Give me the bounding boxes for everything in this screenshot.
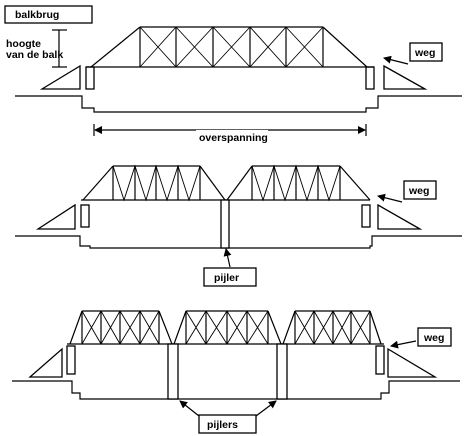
left-embankment-1	[39, 64, 81, 90]
three-span-bridge: weg pijlers	[12, 310, 460, 434]
pijler-label: pijler	[214, 272, 239, 284]
pijlers-label-box	[198, 414, 257, 434]
pier-right	[276, 343, 288, 400]
weg-label-box-3	[417, 327, 452, 347]
right-embankment-1	[383, 64, 428, 90]
left-embankment-3	[28, 347, 63, 378]
ground-profile-2	[15, 235, 462, 249]
weg-label-2: weg	[408, 185, 429, 197]
balkbrug-label-box	[4, 5, 93, 24]
weg-label-box-2	[403, 180, 437, 200]
pijlers-label: pijlers	[207, 419, 238, 431]
truss-3-left	[69, 310, 173, 345]
pijler-arrow	[223, 248, 232, 268]
right-abutment-1	[365, 66, 375, 90]
weg-label-box-1	[409, 42, 443, 62]
left-abutment-2	[80, 204, 90, 228]
pijlers-arrow-left	[179, 400, 200, 417]
single-span-bridge: balkbrug hoogte van de balk weg overspan…	[4, 5, 462, 144]
right-embankment-3	[387, 347, 438, 378]
right-embankment-2	[377, 203, 423, 230]
overspanning-label-bg	[196, 130, 268, 143]
weg-arrow-1	[383, 55, 409, 65]
left-abutment-1	[85, 66, 95, 90]
truss-2-left	[82, 164, 226, 202]
pier	[220, 199, 230, 249]
weg-arrow-2	[377, 193, 403, 203]
height-dimension	[52, 29, 67, 68]
truss-2-right	[226, 164, 371, 202]
truss-3-right	[282, 310, 382, 345]
balkbrug-label: balkbrug	[15, 9, 59, 21]
pijler-label-box	[203, 267, 257, 287]
ground-profile-1	[15, 95, 462, 113]
hoogte-label-line1: hoogte	[6, 38, 41, 50]
left-embankment-2	[35, 203, 76, 230]
truss-3-middle	[173, 310, 282, 345]
overspanning-label: overspanning	[199, 132, 268, 144]
left-abutment-3	[66, 345, 76, 375]
right-abutment-3	[375, 345, 385, 375]
two-span-bridge: weg pijler	[15, 164, 462, 287]
pier-left	[167, 343, 179, 400]
weg-label-3: weg	[423, 332, 444, 344]
ground-profile-3	[12, 380, 460, 400]
weg-arrow-3	[390, 340, 417, 349]
right-abutment-2	[361, 204, 371, 228]
hoogte-label-line2: van de balk	[6, 49, 63, 61]
truss-1	[90, 26, 368, 68]
pijlers-arrow-right	[255, 400, 277, 417]
weg-label-1: weg	[414, 47, 435, 59]
